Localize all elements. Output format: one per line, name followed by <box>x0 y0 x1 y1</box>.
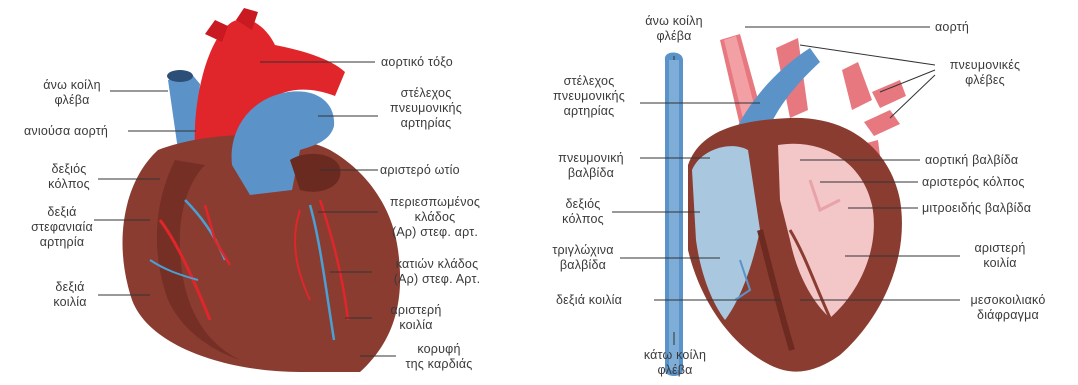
label-inferior-vena-cava: κάτω κοίλη φλέβα <box>636 348 714 378</box>
label-left-auricle: αριστερό ωτίο <box>380 163 460 178</box>
label-left-ventricle-left: αριστερή κοιλία <box>378 303 454 333</box>
label-right-atrium-left: δεξιός κόλπος <box>38 162 100 192</box>
label-pulmonary-trunk-left: στέλεχος πνευμονικής αρτηρίας <box>378 86 474 131</box>
label-aorta: αορτή <box>935 20 969 35</box>
label-superior-vena-cava-right: άνω κοίλη φλέβα <box>630 14 718 44</box>
label-right-coronary-artery: δεξιά στεφανιαία αρτηρία <box>26 205 98 250</box>
label-descending-branch: κατιών κλάδος (Αρ) στεφ. Αρτ. <box>374 257 500 287</box>
label-circumflex-branch: περιεσπωμένος κλάδος (Αρ) στεφ. αρτ. <box>380 195 490 240</box>
label-apex: κορυφή της καρδιάς <box>396 342 482 372</box>
label-left-atrium: αριστερός κόλπος <box>922 175 1025 190</box>
label-superior-vena-cava-left: άνω κοίλη φλέβα <box>32 78 112 108</box>
label-aortic-arch: αορτικό τόξο <box>381 55 453 70</box>
label-ascending-aorta: ανιούσα αορτή <box>24 124 108 139</box>
label-pulmonary-valve: πνευμονική βαλβίδα <box>544 151 638 181</box>
label-mitral-valve: μιτροειδής βαλβίδα <box>922 201 1031 216</box>
label-interventricular-septum: μεσοκοιλιακό διάφραγμα <box>962 293 1054 323</box>
external-heart-illustration <box>123 8 401 372</box>
sectional-heart-illustration <box>665 34 906 376</box>
label-right-ventricle-right: δεξιά κοιλία <box>556 293 622 308</box>
label-left-ventricle-right: αριστερή κοιλία <box>962 241 1038 271</box>
label-tricuspid-valve: τριγλώχινα βαλβίδα <box>546 243 620 273</box>
label-right-atrium-right: δεξιός κόλπος <box>552 197 614 227</box>
label-aortic-valve: αορτική βαλβίδα <box>925 153 1018 168</box>
label-right-ventricle-left: δεξιά κοιλία <box>40 280 100 310</box>
label-pulmonary-veins: πνευμονικές φλέβες <box>930 58 1040 88</box>
label-pulmonary-trunk-right: στέλεχος πνευμονικής αρτηρίας <box>538 74 640 119</box>
